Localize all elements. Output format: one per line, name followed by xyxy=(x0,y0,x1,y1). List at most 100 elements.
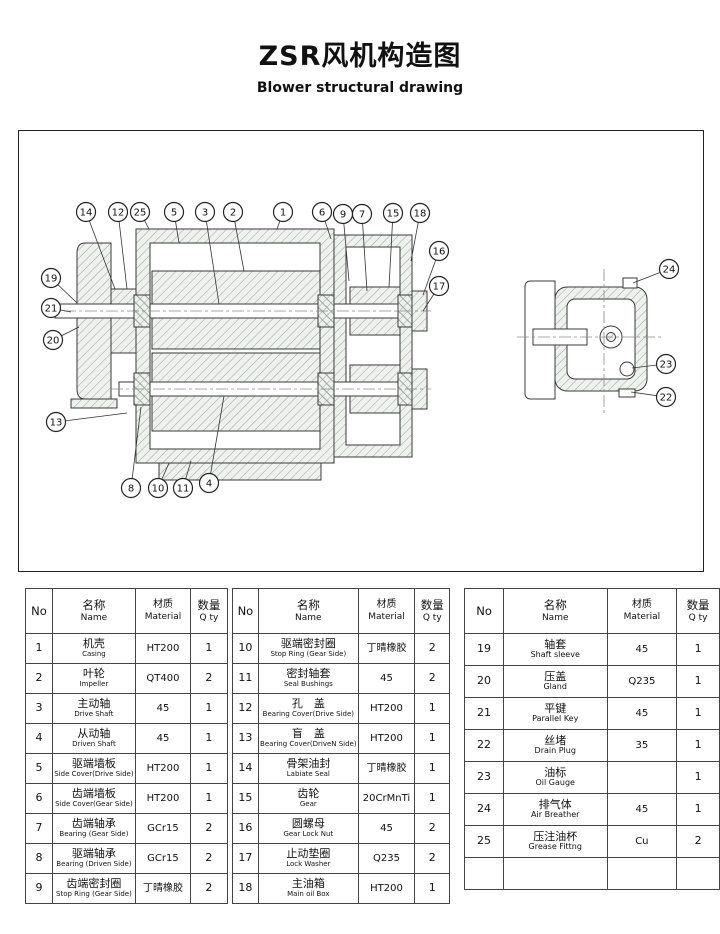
callout-balloon xyxy=(75,201,97,223)
callout-balloon xyxy=(172,477,194,499)
cell-material: HT200 xyxy=(134,633,192,664)
cell-no: 2 xyxy=(25,663,53,694)
callout-number: 1 xyxy=(280,208,286,219)
cell-no: 14 xyxy=(231,753,260,784)
cell-no: 12 xyxy=(231,693,260,724)
part-name-cn: 叶轮 xyxy=(82,667,105,681)
part-name-cn: 压注油杯 xyxy=(533,829,578,843)
callout-balloon xyxy=(147,477,169,499)
callout-number: 2 xyxy=(230,208,236,219)
column-header-no: No xyxy=(464,588,504,634)
cell-no: 20 xyxy=(464,665,504,698)
cell-no xyxy=(464,857,504,890)
cell-qty: 1 xyxy=(190,633,228,664)
callout-balloon xyxy=(222,201,244,223)
part-name-cn: 排气体 xyxy=(538,797,572,811)
cell-qty: 1 xyxy=(414,723,451,754)
cell-qty: 2 xyxy=(190,663,228,694)
callout-number: 9 xyxy=(340,210,346,221)
cell-no: 18 xyxy=(231,873,260,904)
part-name-cn: 丝堵 xyxy=(544,733,567,747)
callout-number: 12 xyxy=(112,208,125,219)
cell-no: 23 xyxy=(464,761,504,794)
part-name-en: Side Cover(Gear Side) xyxy=(55,799,133,808)
callout-number: 4 xyxy=(206,479,212,490)
table-row xyxy=(464,857,720,890)
callout-balloon xyxy=(129,201,151,223)
cell-qty: 1 xyxy=(414,783,451,814)
cell-material: 丁晴橡胶 xyxy=(357,633,416,664)
cell-material: 45 xyxy=(606,633,678,666)
cell-no: 16 xyxy=(231,813,260,844)
cell-qty: 2 xyxy=(414,843,451,874)
cell-qty: 1 xyxy=(414,753,451,784)
cell-no: 17 xyxy=(231,843,260,874)
cell-material: 45 xyxy=(606,697,678,730)
cell-qty: 1 xyxy=(676,761,720,794)
cell-material: Cu xyxy=(606,825,678,858)
callout-number: 24 xyxy=(663,265,676,276)
cell-qty xyxy=(676,857,720,890)
cell-qty: 1 xyxy=(190,693,228,724)
column-header-cn: No xyxy=(237,603,254,618)
callout-leader xyxy=(85,211,116,290)
shaft-seal-housing xyxy=(110,288,137,354)
cell-material: 丁晴橡胶 xyxy=(134,873,192,904)
cell-no: 15 xyxy=(231,783,260,814)
part-name-cn: 孔 盖 xyxy=(291,697,325,711)
callout-balloon xyxy=(351,203,373,225)
cell-material xyxy=(606,761,678,794)
part-name-cn: 齿轮 xyxy=(297,787,320,801)
page-subtitle: Blower structural drawing xyxy=(256,80,464,96)
callout-balloon xyxy=(658,258,680,280)
column-header-cn: 数量 xyxy=(197,598,221,613)
part-name-cn: 主动轴 xyxy=(77,697,111,711)
drawing-main-view xyxy=(43,228,431,481)
part-name-en: Labiate Seal xyxy=(286,769,330,778)
part-name-en: Main oil Box xyxy=(287,889,330,898)
cell-material: 20CrMnTi xyxy=(357,783,416,814)
callout-balloon xyxy=(198,472,220,494)
cell-material: 35 xyxy=(606,729,678,762)
part-name-en: Impeller xyxy=(79,679,109,688)
cell-qty: 1 xyxy=(676,697,720,730)
callout-number: 6 xyxy=(319,208,325,219)
cell-material: HT200 xyxy=(134,783,192,814)
column-header-cn: 材质 xyxy=(631,599,652,611)
left-bracket-foot xyxy=(70,398,118,409)
column-header-en: Name xyxy=(541,612,569,623)
cell-material: 45 xyxy=(134,693,192,724)
callout-number: 22 xyxy=(660,393,673,404)
column-header-no: No xyxy=(231,588,260,634)
callout-balloon xyxy=(42,329,64,351)
cell-qty: 2 xyxy=(190,873,228,904)
part-name-en: Driven Shaft xyxy=(72,739,116,748)
callout-balloon xyxy=(428,275,450,297)
callout-number: 18 xyxy=(414,209,427,220)
